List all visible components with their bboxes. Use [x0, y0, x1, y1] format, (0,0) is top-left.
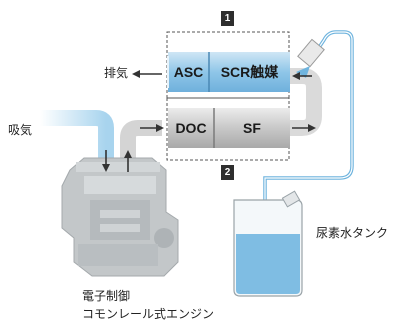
exhaust-label: 排気	[104, 66, 129, 80]
doc-label: DOC	[175, 120, 207, 136]
intake-label: 吸気	[8, 123, 33, 137]
urea-injector-icon	[296, 38, 325, 78]
urea-tank-icon	[233, 190, 303, 297]
engine-label-line2: コモンレール式エンジン	[82, 307, 215, 321]
arrow-into-doc	[140, 124, 164, 132]
unit2-badge: 2	[221, 165, 234, 180]
arrow-into-scr	[292, 72, 312, 80]
asc-label: ASC	[173, 64, 204, 80]
scr-unit-body	[168, 52, 290, 92]
intake-pipe	[40, 110, 114, 160]
exhaust-pipe-to-doc	[120, 120, 162, 160]
engine-icon	[61, 157, 179, 277]
unit1-badge: 1	[221, 11, 234, 26]
doc-sf-unit-body	[168, 108, 290, 148]
arrow-intake-in	[102, 150, 110, 172]
loop-pipe	[288, 68, 322, 136]
engine-label-line1: 電子制御	[82, 289, 131, 303]
scr-label: SCR触媒	[220, 64, 279, 80]
arrow-out-sf	[292, 124, 316, 132]
urea-tank-label: 尿素水タンク	[316, 226, 389, 240]
sf-label: SF	[243, 120, 261, 136]
arrow-engine-out	[124, 150, 132, 172]
arrow-exhaust-out	[132, 70, 162, 78]
urea-line-inner	[264, 31, 353, 265]
